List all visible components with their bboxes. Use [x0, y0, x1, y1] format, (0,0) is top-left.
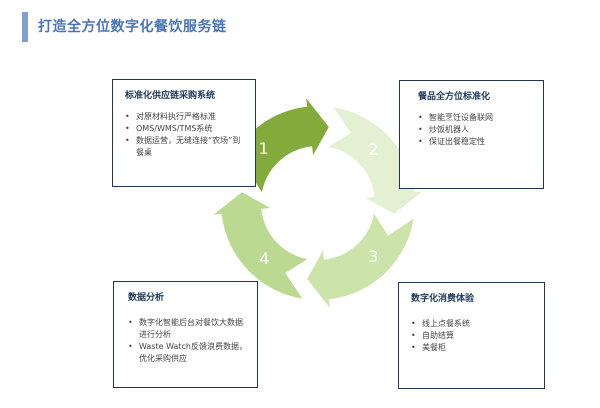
list-item: 智能烹饪设备联网 [418, 112, 533, 124]
title-accent-bar [22, 12, 28, 42]
list-item: 保证出餐稳定性 [418, 136, 533, 148]
supply-chain-title: 标准化供应链采购系统 [125, 91, 216, 101]
cycle-segment-3 [304, 207, 417, 315]
cycle-segment-4 [206, 189, 314, 302]
standardization-title: 餐品全方位标准化 [418, 92, 491, 102]
list-item: Waste Watch反馈浪费数据，优化采购供应 [128, 341, 247, 365]
cycle-label-4: 4 [259, 249, 269, 268]
list-item: 数字化智能后台对餐饮大数据进行分析 [128, 317, 247, 341]
standardization-box: 餐品全方位标准化 智能烹饪设备联网 炒饭机器人 保证出餐稳定性 [399, 80, 544, 189]
consumption-title: 数字化消费体验 [411, 294, 475, 304]
analysis-title: 数据分析 [128, 293, 165, 303]
cycle-label-2: 2 [368, 140, 378, 159]
list-item: 炒饭机器人 [418, 124, 533, 136]
list-item: OMS/WMS/TMS系统 [125, 123, 245, 135]
cycle-label-1: 1 [259, 139, 269, 158]
list-item: 对原材料执行严格标准 [125, 111, 245, 123]
list-item: 线上点餐系统 [411, 318, 534, 330]
supply-chain-box: 标准化供应链采购系统 对原材料执行严格标准 OMS/WMS/TMS系统 数据运营… [112, 79, 256, 187]
analysis-box: 数据分析 数字化智能后台对餐饮大数据进行分析 Waste Watch反馈浪费数据… [113, 281, 258, 388]
list-item: 自助结算 [411, 330, 534, 342]
cycle-label-3: 3 [368, 247, 378, 266]
consumption-box: 数字化消费体验 线上点餐系统 自助结算 美餐柜 [398, 282, 545, 389]
page-title: 打造全方位数字化餐饮服务链 [38, 19, 227, 35]
list-item: 美餐柜 [411, 342, 534, 354]
list-item: 数据运营，无缝连接“农场”到餐桌 [125, 135, 245, 159]
